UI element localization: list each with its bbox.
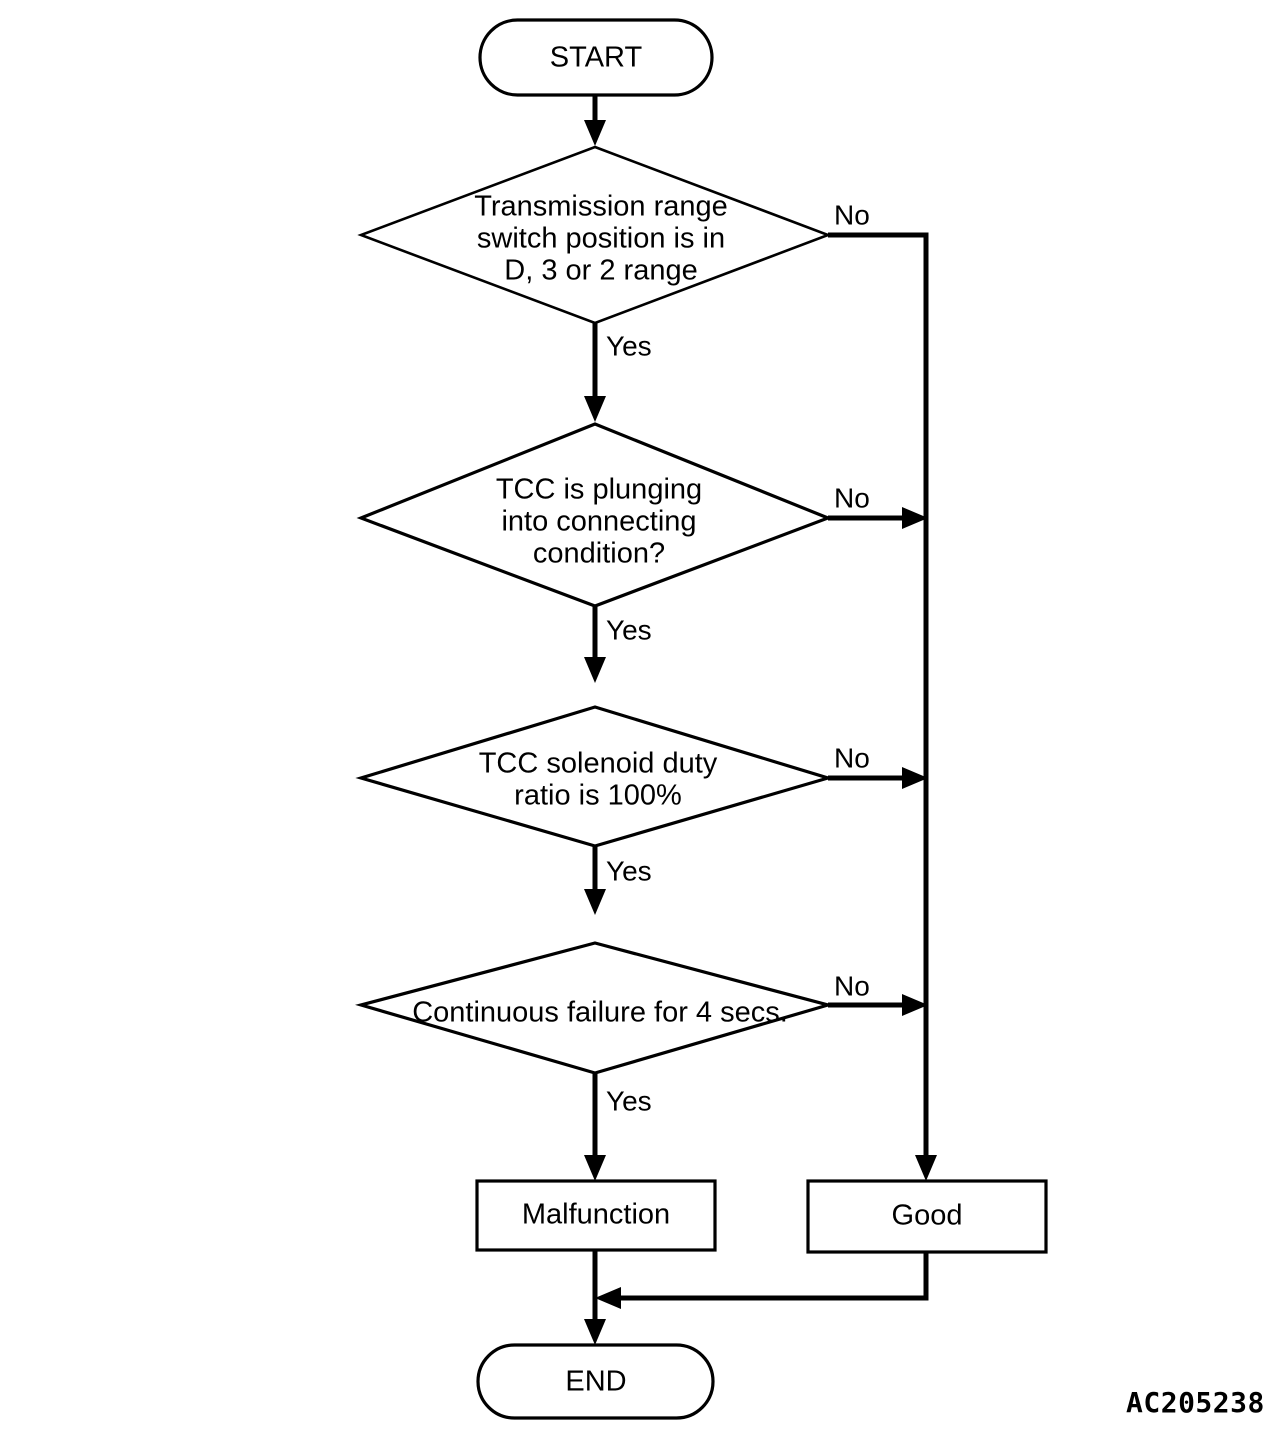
connector-malfunction-to-end (584, 1250, 606, 1345)
node-start-label: START (550, 42, 643, 74)
connector-decision-1-no (828, 232, 929, 510)
node-end-label: END (565, 1366, 626, 1398)
connector-decision-2-yes (584, 606, 606, 683)
connector-decision-4-no (828, 994, 937, 1181)
connector-decision-2-no (828, 507, 929, 770)
node-end[interactable]: END (476, 1343, 715, 1420)
node-decision-3[interactable]: TCC solenoid duty ratio is 100% (355, 705, 834, 848)
node-start[interactable]: START (478, 18, 714, 97)
node-decision-1-line-1: Transmission range (474, 191, 728, 223)
connector-decision-3-yes (584, 846, 606, 915)
node-decision-1-line-2: switch position is in (477, 223, 725, 255)
node-decision-1[interactable]: Transmission range switch position is in… (357, 145, 832, 325)
branch-label-decision-1-yes: Yes (606, 330, 652, 361)
connector-layer (584, 95, 937, 1345)
node-decision-2-line-2: into connecting (501, 506, 696, 538)
node-decision-2-line-1: TCC is plunging (496, 474, 702, 506)
connector-decision-4-yes (584, 1073, 606, 1181)
figure-code-label: AC205238 (1126, 1386, 1265, 1419)
branch-label-decision-2-no: No (834, 482, 870, 513)
branch-label-decision-1-no: No (834, 199, 870, 230)
node-decision-4[interactable]: Continuous failure for 4 secs. (355, 941, 834, 1075)
node-decision-2-line-3: condition? (533, 538, 665, 570)
branch-label-decision-3-yes: Yes (606, 855, 652, 886)
node-decision-3-line-2: ratio is 100% (514, 780, 682, 812)
branch-label-decision-2-yes: Yes (606, 614, 652, 645)
connector-start-to-decision-1 (584, 95, 606, 146)
node-decision-4-line-1: Continuous failure for 4 secs. (412, 997, 788, 1029)
branch-label-decision-3-no: No (834, 742, 870, 773)
connector-good-to-merge (595, 1252, 929, 1309)
connector-decision-1-yes (584, 323, 606, 422)
node-malfunction[interactable]: Malfunction (475, 1179, 717, 1252)
node-decision-3-line-1: TCC solenoid duty (479, 748, 718, 780)
node-malfunction-label: Malfunction (522, 1199, 670, 1231)
node-good[interactable]: Good (806, 1179, 1048, 1254)
node-good-label: Good (892, 1200, 963, 1232)
branch-label-decision-4-no: No (834, 970, 870, 1001)
node-decision-2[interactable]: TCC is plunging into connecting conditio… (356, 422, 833, 608)
node-decision-1-line-3: D, 3 or 2 range (504, 255, 697, 287)
connector-decision-3-no (828, 767, 929, 997)
branch-label-decision-4-yes: Yes (606, 1085, 652, 1116)
